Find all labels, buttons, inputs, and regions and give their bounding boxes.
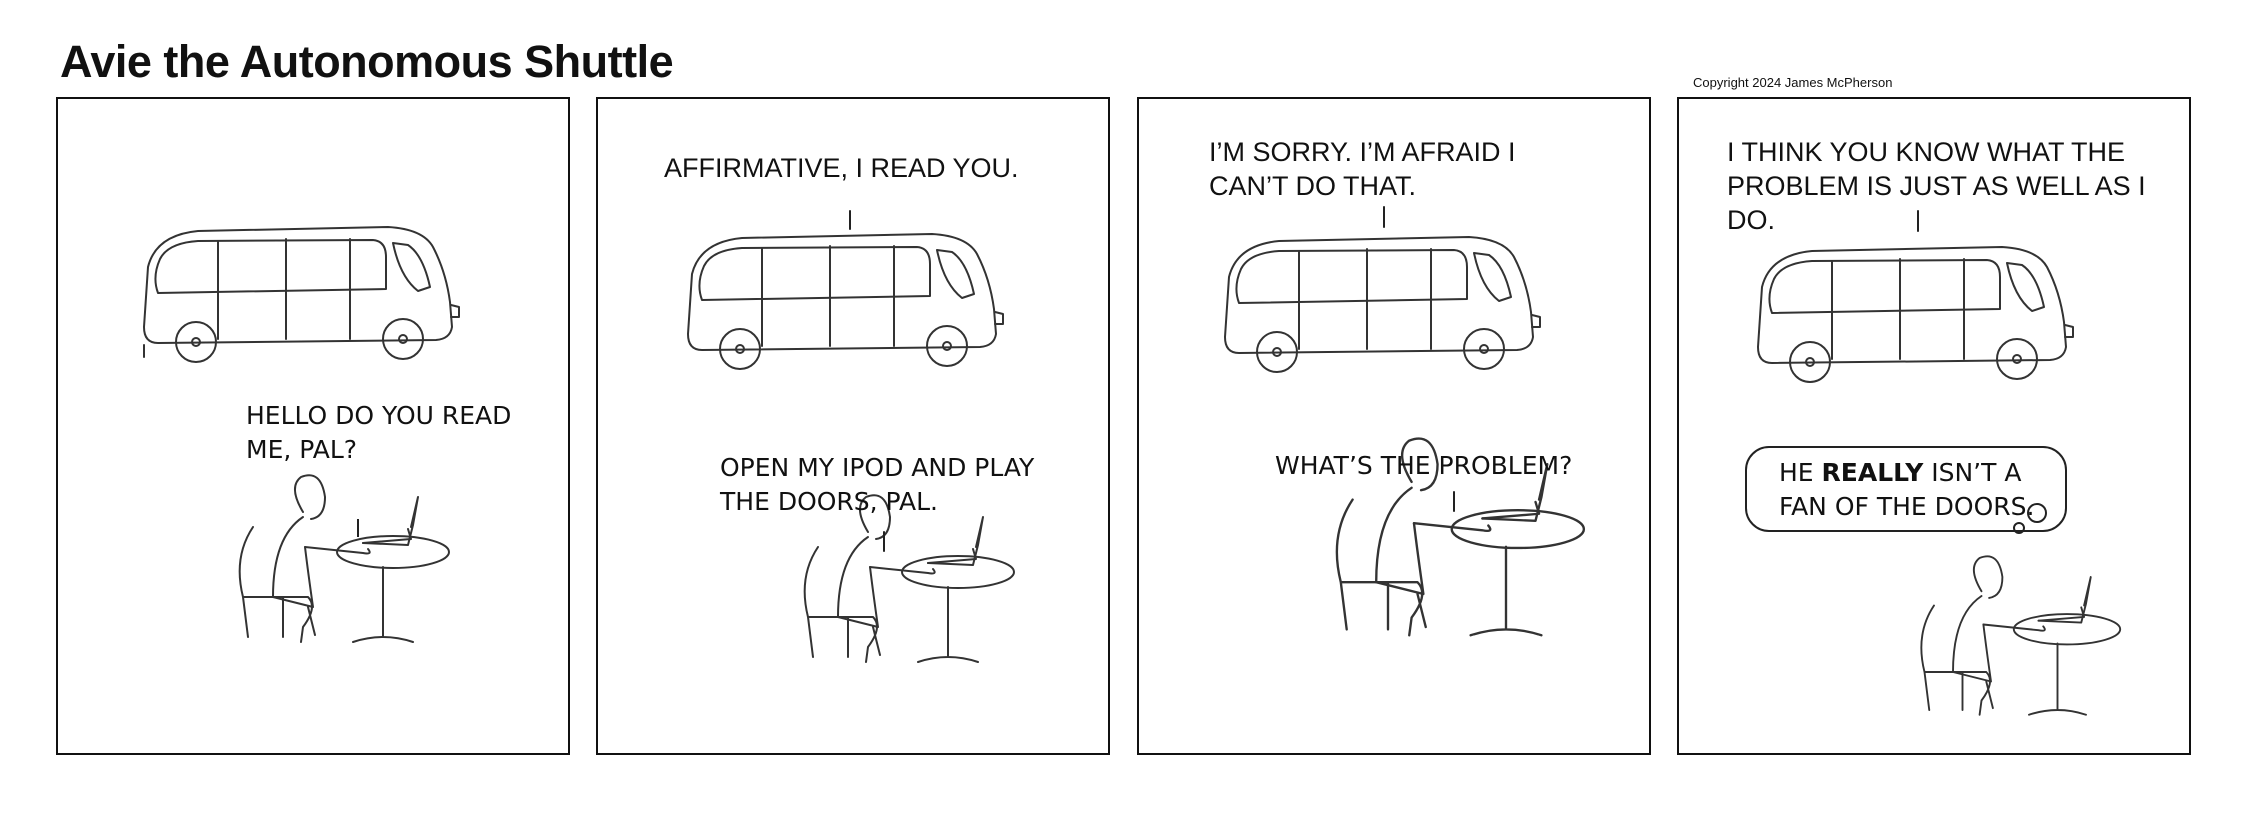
thought-text: HE REALLY ISN’T A FAN OF THE DOORS. [1779, 456, 2034, 524]
shuttle-speech-text: AFFIRMATIVE, I READ YOU. [664, 153, 1019, 183]
person-speech-text: WHAT’S THE PROBLEM? [1275, 451, 1573, 480]
panel-3-art [1224, 206, 1586, 637]
thought-text-emphasis: REALLY [1821, 458, 1924, 487]
shuttle-speech-text: I THINK YOU KNOW WHAT THE PROBLEM IS JUS… [1727, 137, 2146, 235]
person-speech-text: HELLO DO YOU READ ME, PAL? [246, 401, 512, 464]
comic-panel-2: AFFIRMATIVE, I READ YOU. OPEN MY IPOD AN… [596, 97, 1110, 755]
thought-text-post: ISN’T A FAN OF THE DOORS. [1779, 458, 2035, 521]
thought-bubble-dot [2013, 522, 2025, 534]
shuttle-drawing [687, 233, 1004, 370]
comic-panel-3: I’M SORRY. I’M AFRAID I CAN’T DO THAT. W… [1137, 97, 1651, 755]
shuttle-speech-text: I’M SORRY. I’M AFRAID I CAN’T DO THAT. [1209, 137, 1516, 201]
shuttle-drawing [1224, 236, 1541, 373]
person-at-laptop-drawing [238, 474, 450, 643]
panel-1-art [143, 226, 460, 643]
shuttle-drawing [1757, 246, 2074, 383]
shuttle-drawing [143, 226, 460, 363]
person-speech-text: OPEN MY IPOD AND PLAY THE DOORS, PAL. [720, 453, 1035, 516]
thought-text-pre: HE [1779, 458, 1822, 487]
person-at-laptop-drawing [803, 494, 1015, 663]
copyright-notice: Copyright 2024 James McPherson [1693, 75, 1893, 90]
panel-4-art [1757, 210, 2122, 716]
person-at-laptop-drawing [1920, 555, 2122, 716]
comic-title: Avie the Autonomous Shuttle [60, 36, 674, 87]
person-at-laptop-drawing [1335, 437, 1586, 637]
thought-bubble [1745, 446, 2067, 532]
comic-panel-1: HELLO DO YOU READ ME, PAL? [56, 97, 570, 755]
panel-2-art [687, 210, 1015, 663]
comic-panel-4: I THINK YOU KNOW WHAT THE PROBLEM IS JUS… [1677, 97, 2191, 755]
